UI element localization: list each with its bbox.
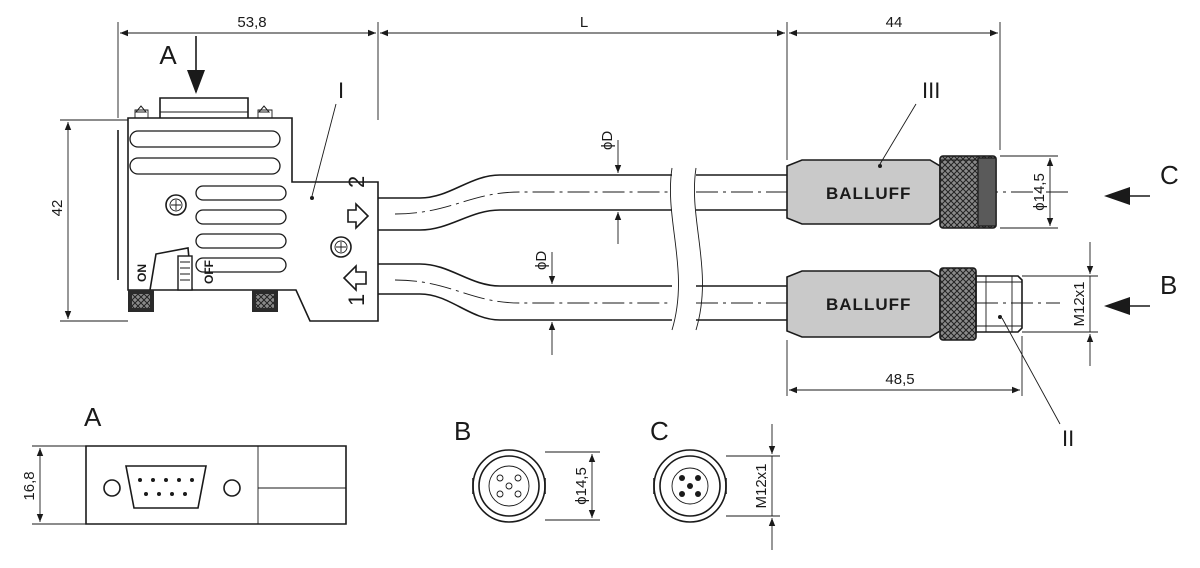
dim-width-right: 44 xyxy=(886,14,903,31)
dim-cable-dia-bottom: ϕD xyxy=(533,251,550,270)
dim-width-left: 53,8 xyxy=(237,14,266,31)
part-iii-label: III xyxy=(922,78,940,103)
view-b-face xyxy=(472,449,600,523)
view-b-arrow-label: B xyxy=(1160,270,1177,300)
brand-bottom: BALLUFF xyxy=(826,295,911,314)
dim-view-b-dia: ϕ14,5 xyxy=(573,467,590,505)
view-a-dsub-face xyxy=(32,445,347,525)
top-dimension-lines xyxy=(117,22,1001,160)
dia-14-5-dim xyxy=(1000,155,1058,229)
part-i-label: I xyxy=(338,78,344,103)
length-48-5-dim xyxy=(786,336,1023,396)
m12-dim xyxy=(1022,242,1098,366)
dim-connector-dia-top: ϕ14,5 xyxy=(1031,173,1048,211)
part-ii-leader xyxy=(1001,317,1061,425)
port-1-label: 1 xyxy=(344,294,369,306)
port-2-label: 2 xyxy=(344,176,369,188)
switch-on-label: ON xyxy=(135,264,149,282)
dim-length: L xyxy=(580,14,588,31)
view-b-label: B xyxy=(454,416,471,446)
height-dimension xyxy=(60,119,128,322)
dim-thread-bottom: M12x1 xyxy=(1071,281,1088,326)
dim-cable-dia-top: ϕD xyxy=(599,131,616,150)
view-a-arrow-label: A xyxy=(159,40,177,70)
view-c-arrow-label: C xyxy=(1160,160,1179,190)
view-c-face xyxy=(653,424,780,550)
cable-dia-dims xyxy=(548,140,622,355)
dim-height: 42 xyxy=(49,200,66,217)
part-iii-leader xyxy=(879,103,917,165)
dim-dsub-height: 16,8 xyxy=(21,471,38,500)
part-i-leader xyxy=(311,103,337,197)
dim-view-c-thread: M12x1 xyxy=(753,463,770,508)
view-a-arrow-head xyxy=(187,70,205,94)
view-c-label: C xyxy=(650,416,669,446)
male-connector xyxy=(786,267,1023,341)
switch-off-label: OFF xyxy=(202,260,216,284)
view-a-label: A xyxy=(84,402,102,432)
dsub-housing xyxy=(117,97,379,322)
part-ii-label: II xyxy=(1062,426,1074,451)
dim-length-bottom: 48,5 xyxy=(885,371,914,388)
female-connector xyxy=(786,155,997,229)
brand-top: BALLUFF xyxy=(826,184,911,203)
